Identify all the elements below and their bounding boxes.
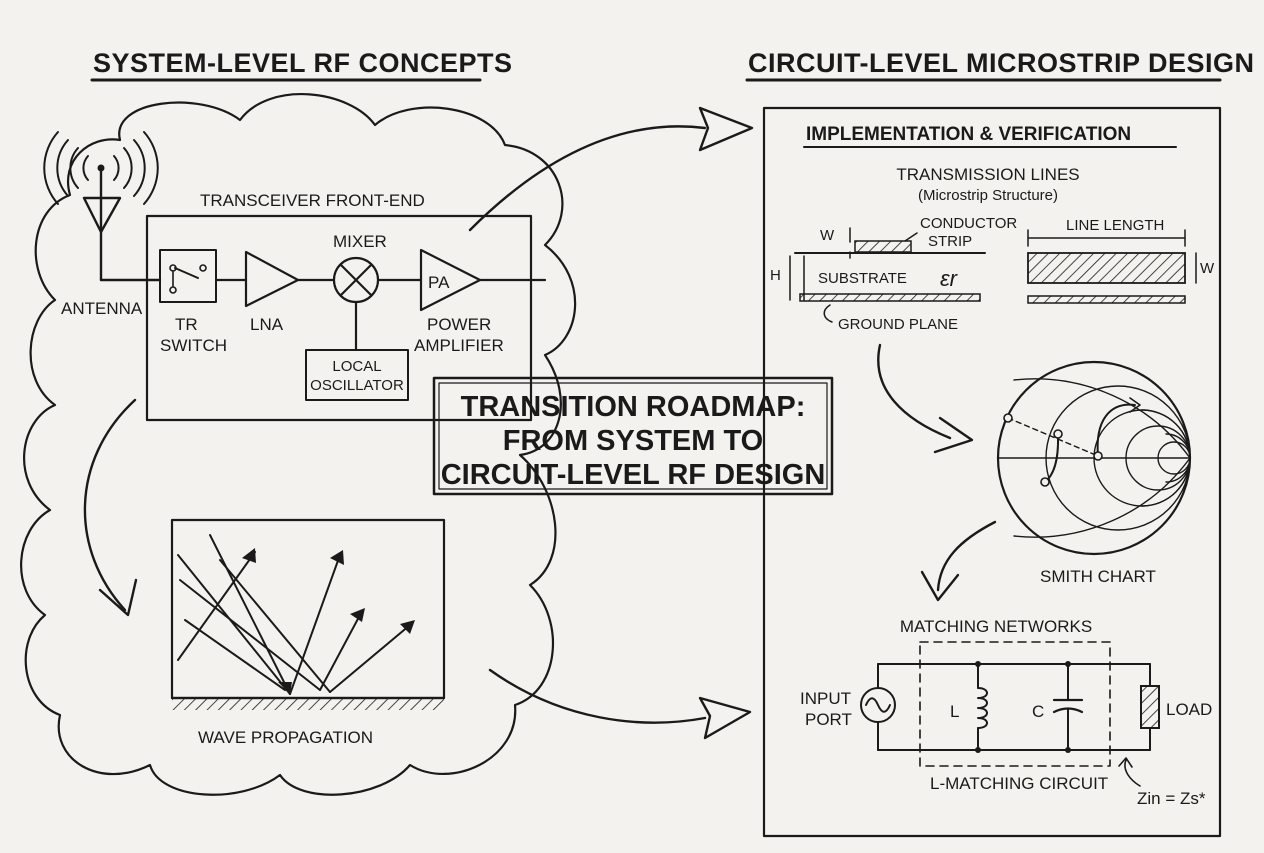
capacitor-label: C (1032, 702, 1044, 721)
w-label: W (820, 227, 835, 244)
lna-amplifier-icon (244, 250, 300, 308)
antenna-icon (43, 131, 162, 282)
pa-block-label: PA (428, 273, 450, 292)
local-oscillator-box (305, 349, 409, 401)
ground-hatch (172, 698, 444, 710)
smith-chart-icon (996, 360, 1192, 556)
tr-switch-label-1: TR (175, 315, 198, 334)
wave-rays (177, 534, 411, 695)
pa-label-2: AMPLIFIER (414, 336, 504, 355)
wave-arrowheads (242, 548, 415, 694)
pa-amplifier-icon (419, 248, 482, 312)
arrow-bottom-transition (488, 668, 707, 724)
roadmap-line-2: FROM SYSTEM TO (503, 425, 763, 457)
microstrip-cross-section (789, 227, 986, 323)
front-end-title: TRANSCEIVER FRONT-END (200, 191, 425, 210)
matching-circuit-icon (860, 641, 1160, 787)
lo-label-1: LOCAL (332, 358, 381, 375)
input-port-label-2: PORT (805, 710, 852, 729)
front-end-box (145, 214, 533, 422)
pa-label-1: POWER (427, 315, 491, 334)
implementation-panel (762, 106, 1222, 838)
roadmap-line-3: CIRCUIT-LEVEL RF DESIGN (441, 459, 826, 491)
input-port-label-1: INPUT (800, 689, 851, 708)
wave-propagation-label: WAVE PROPAGATION (198, 728, 373, 747)
matching-title: MATCHING NETWORKS (900, 617, 1092, 636)
tl-subtitle: (Microstrip Structure) (918, 187, 1058, 204)
epsilon-r-label: εr (940, 266, 959, 291)
antenna-label: ANTENNA (61, 299, 143, 318)
lna-label: LNA (250, 315, 284, 334)
conductor-label-1: CONDUCTOR (920, 215, 1017, 232)
arrow-frontend-to-wave-head (98, 578, 138, 617)
arrow-to-smith-head (933, 416, 974, 454)
l-matching-label: L-MATCHING CIRCUIT (930, 774, 1108, 793)
load-label: LOAD (1166, 700, 1212, 719)
substrate-label: SUBSTRATE (818, 270, 907, 287)
arrow-top-transition (468, 125, 707, 232)
arrow-to-matching-head (920, 570, 960, 602)
zin-equation: Zin = Zs* (1137, 789, 1206, 808)
h-label: H (770, 267, 781, 284)
tl-title: TRANSMISSION LINES (896, 165, 1079, 184)
tr-switch-icon (159, 249, 217, 303)
microstrip-top-view (1027, 229, 1197, 304)
system-cloud (20, 93, 577, 796)
roadmap-box-inner (438, 382, 828, 490)
lo-label-2: OSCILLATOR (310, 377, 404, 394)
wave-propagation-box (170, 518, 446, 700)
tr-switch-label-2: SWITCH (160, 336, 227, 355)
header-circuit-level: CIRCUIT-LEVEL MICROSTRIP DESIGN (748, 48, 1255, 78)
mixer-label: MIXER (333, 232, 387, 251)
inductor-label: L (950, 702, 959, 721)
roadmap-box (432, 376, 834, 496)
mixer-icon (332, 256, 380, 304)
ground-plane-label: GROUND PLANE (838, 316, 958, 333)
line-length-label: LINE LENGTH (1066, 217, 1164, 234)
arrow-to-smith (877, 343, 952, 440)
panel-title: IMPLEMENTATION & VERIFICATION (806, 124, 1131, 145)
arrow-top-transition-head (698, 106, 754, 152)
arrow-bottom-transition-head (698, 696, 752, 740)
smith-chart-label: SMITH CHART (1040, 567, 1156, 586)
w-label-2: W (1200, 260, 1215, 277)
roadmap-line-1: TRANSITION ROADMAP: (461, 391, 806, 423)
header-system-level: SYSTEM-LEVEL RF CONCEPTS (93, 48, 513, 78)
arrow-frontend-to-wave (83, 398, 137, 612)
conductor-label-2: STRIP (928, 233, 972, 250)
arrow-to-matching (936, 520, 997, 592)
